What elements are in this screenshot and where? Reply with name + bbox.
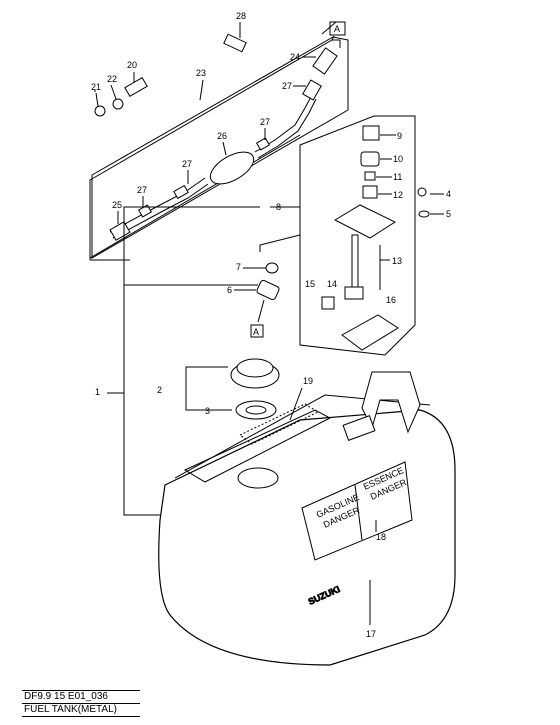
gauge-leader bbox=[259, 206, 301, 252]
callout-25: 25 bbox=[112, 200, 122, 210]
ref-arrow-top bbox=[321, 21, 337, 35]
callout-labels: 1 2 3 4 5 6 7 8 9 10 11 12 13 14 15 16 1… bbox=[91, 11, 451, 639]
callout-19: 19 bbox=[303, 376, 313, 386]
callout-18: 18 bbox=[376, 532, 386, 542]
callout-13: 13 bbox=[392, 256, 402, 266]
callout-21: 21 bbox=[91, 82, 101, 92]
callout-24: 24 bbox=[290, 52, 300, 62]
fuel-gauge-parts bbox=[321, 125, 430, 351]
callout-11: 11 bbox=[393, 172, 402, 182]
filler-neck-icon bbox=[237, 467, 279, 489]
callout-27a: 27 bbox=[282, 81, 292, 91]
callout-20: 20 bbox=[127, 60, 137, 70]
fuel-cap-top bbox=[236, 358, 274, 378]
tank-assembly-leader bbox=[123, 206, 260, 286]
callout-28: 28 bbox=[236, 11, 246, 21]
fuel-line-panel bbox=[89, 21, 346, 261]
callout-5: 5 bbox=[446, 209, 451, 219]
fuel-joint-icon bbox=[256, 262, 280, 301]
callout-16: 16 bbox=[386, 295, 396, 305]
callout-9: 9 bbox=[397, 131, 402, 141]
callout-3: 3 bbox=[205, 406, 210, 416]
ref-mark-mid: A bbox=[253, 327, 259, 337]
callout-27b: 27 bbox=[260, 117, 270, 127]
callout-27d: 27 bbox=[137, 185, 147, 195]
fuel-gauge-panel bbox=[299, 115, 416, 356]
callout-7: 7 bbox=[236, 262, 241, 272]
ref-arrow-mid bbox=[257, 299, 265, 323]
fuel-hose bbox=[109, 94, 317, 239]
callout-22: 22 bbox=[107, 74, 117, 84]
primer-bulb-icon bbox=[209, 151, 255, 185]
callout-15: 15 bbox=[305, 279, 315, 289]
leader-lines bbox=[218, 387, 377, 625]
callout-8: 8 bbox=[276, 202, 281, 212]
callout-26: 26 bbox=[217, 131, 227, 141]
diagram-title: FUEL TANK(METAL) bbox=[22, 703, 140, 717]
fuel-outlet-icon bbox=[342, 415, 376, 441]
ref-mark-top: A bbox=[334, 24, 340, 34]
fuel-tank-body bbox=[158, 409, 456, 666]
callout-17: 17 bbox=[366, 629, 376, 639]
callout-14: 14 bbox=[327, 279, 337, 289]
warning-label-divider bbox=[354, 484, 363, 541]
callout-6: 6 bbox=[227, 285, 232, 295]
cap-bracket bbox=[185, 366, 232, 411]
diagram-footer: DF9.9 15 E01_036 FUEL TANK(METAL) bbox=[22, 690, 140, 717]
callout-10: 10 bbox=[393, 154, 403, 164]
fuel-line-frame bbox=[91, 36, 349, 259]
tank-grip-rail bbox=[183, 409, 332, 483]
tank-handle bbox=[361, 371, 421, 434]
callout-23: 23 bbox=[196, 68, 206, 78]
callout-27c: 27 bbox=[182, 159, 192, 169]
connector-group bbox=[94, 33, 338, 241]
decal-19-icon bbox=[239, 403, 320, 445]
callout-2: 2 bbox=[157, 385, 162, 395]
callout-leaders bbox=[95, 22, 444, 394]
diagram-code: DF9.9 15 E01_036 bbox=[22, 690, 140, 703]
callout-4: 4 bbox=[446, 189, 451, 199]
tank-top-deck bbox=[174, 394, 431, 479]
callout-12: 12 bbox=[393, 190, 403, 200]
tank-assembly-bracket bbox=[123, 285, 165, 516]
ref-box-mid bbox=[250, 324, 264, 338]
callout-1: 1 bbox=[95, 387, 100, 397]
ref-box-top bbox=[329, 21, 346, 36]
cap-gasket-hole bbox=[245, 405, 267, 415]
warning-label bbox=[301, 461, 413, 561]
